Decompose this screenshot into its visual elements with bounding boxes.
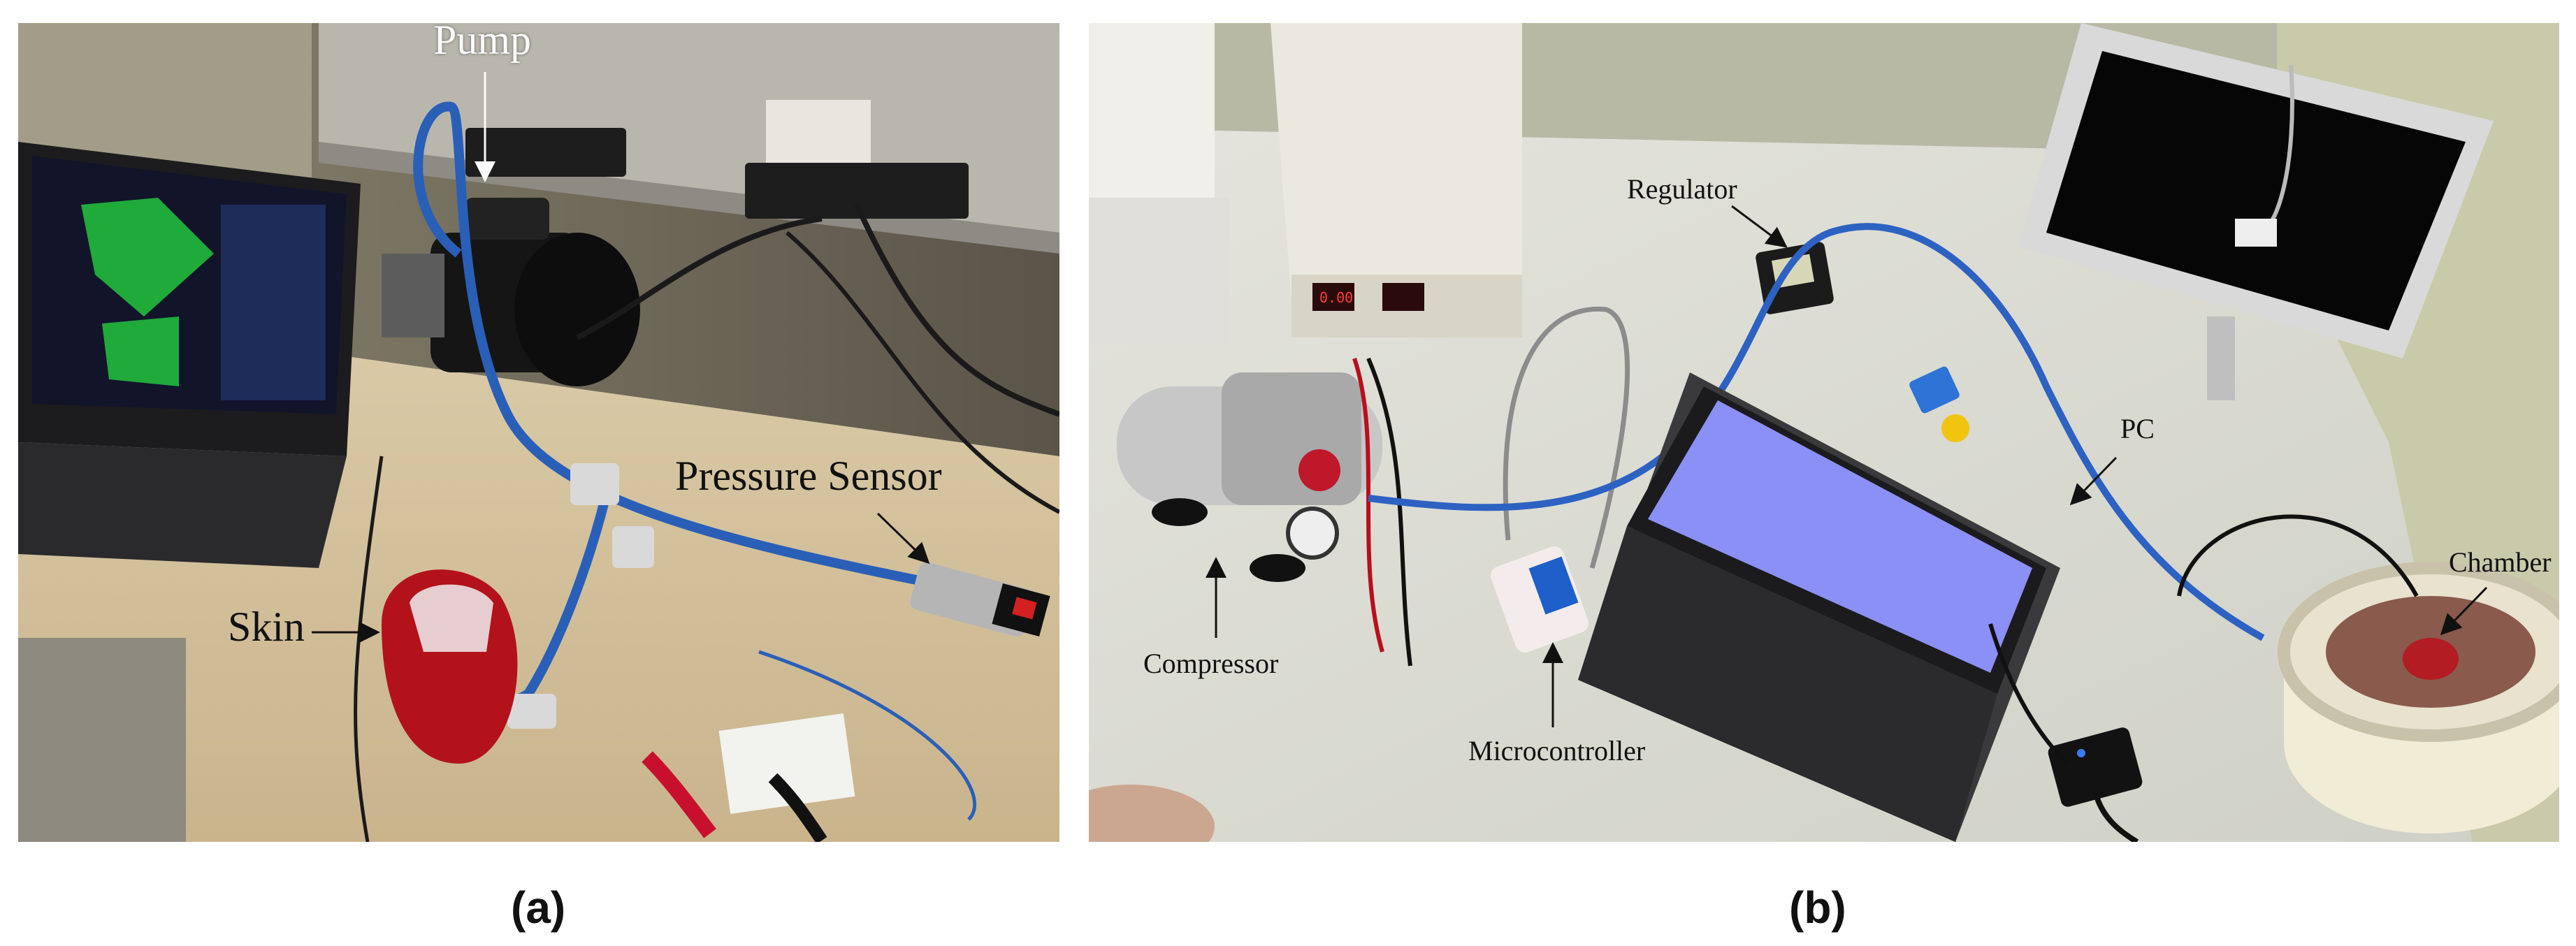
photo-panel-a: Pump Pressure Sensor Skin	[18, 23, 1059, 842]
label-regulator: Regulator	[1627, 173, 1737, 205]
label-compressor: Compressor	[1143, 648, 1279, 679]
photo-panel-b: 0.00	[1089, 23, 2559, 842]
caption-b: (b)	[1789, 882, 1846, 933]
label-microcontroller: Microcontroller	[1468, 735, 1646, 766]
lab-setup-photo-a	[18, 23, 1059, 842]
svg-text:0.00: 0.00	[1319, 289, 1353, 306]
label-pressure-sensor: Pressure Sensor	[675, 453, 942, 499]
label-chamber: Chamber	[2449, 546, 2552, 578]
label-pump: Pump	[433, 23, 532, 63]
caption-a: (a)	[511, 882, 566, 933]
lab-setup-photo-b: 0.00	[1089, 23, 2559, 842]
label-skin: Skin	[228, 604, 305, 650]
label-pc: PC	[2120, 413, 2155, 444]
